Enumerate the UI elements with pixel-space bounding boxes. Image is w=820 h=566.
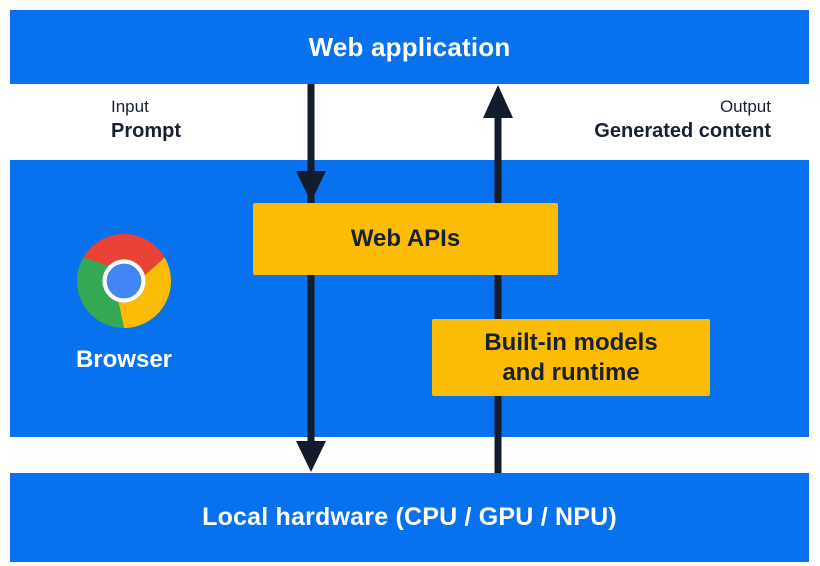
output-caption: Output <box>719 97 771 116</box>
chrome-icon <box>77 234 171 328</box>
browser-label: Browser <box>75 346 173 373</box>
input-value-label: Prompt <box>111 120 181 142</box>
web-apis-box: Web APIs <box>253 203 558 275</box>
builtin-models-label-line1: Built-in models <box>484 328 658 356</box>
web-apis-label: Web APIs <box>350 225 461 252</box>
builtin-models-label-line2: and runtime <box>502 358 640 386</box>
input-label-group: Input Prompt <box>111 96 181 144</box>
builtin-models-box: Built-in models and runtime <box>432 319 710 396</box>
input-caption: Input <box>111 97 149 116</box>
output-value-label: Generated content <box>594 120 771 142</box>
output-label-group: Output Generated content <box>594 96 771 144</box>
web-application-label: Web application <box>308 31 511 62</box>
local-hardware-label: Local hardware (CPU / GPU / NPU) <box>202 503 617 531</box>
local-hardware-layer: Local hardware (CPU / GPU / NPU) <box>10 473 809 562</box>
web-application-layer: Web application <box>10 10 809 84</box>
